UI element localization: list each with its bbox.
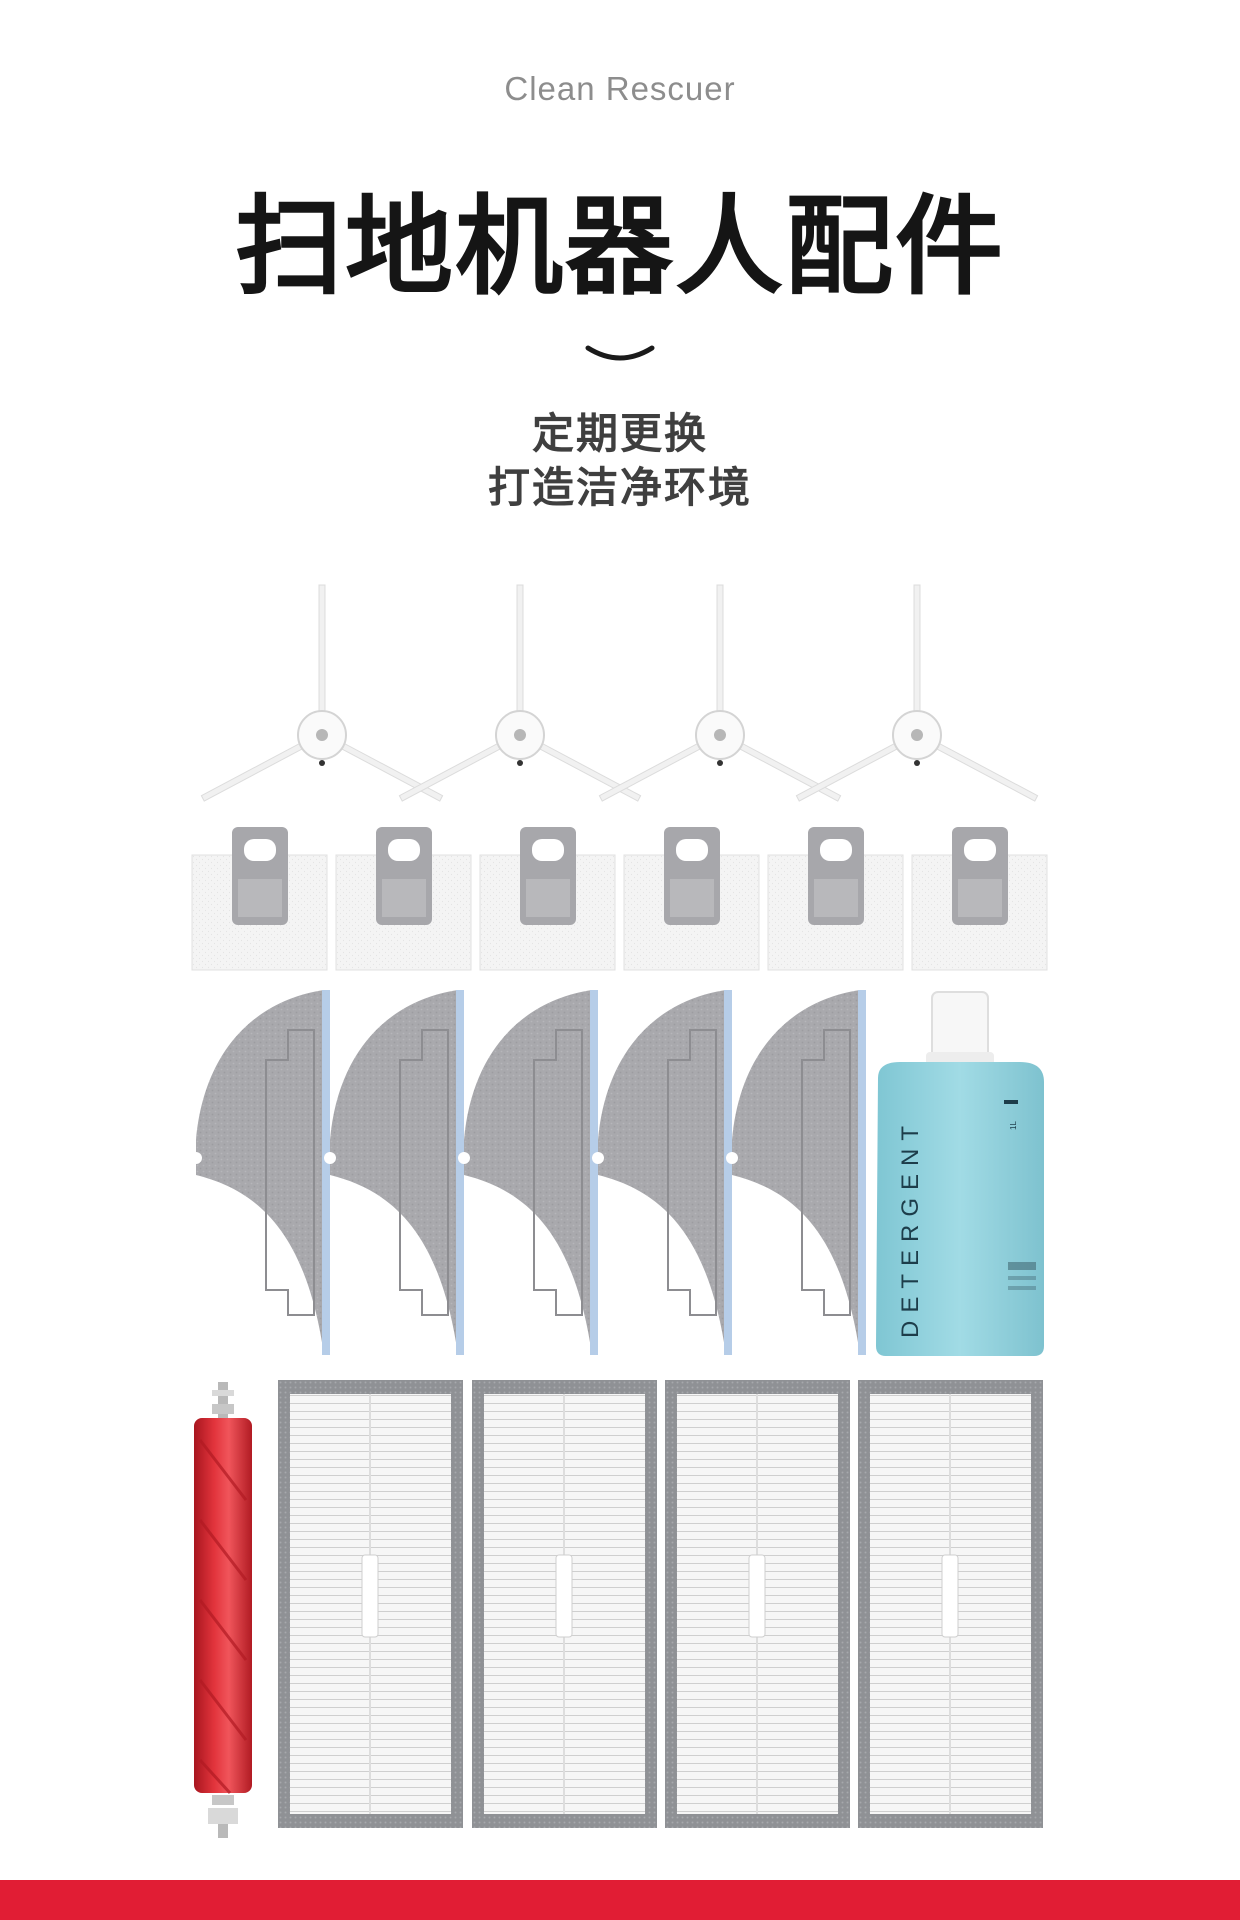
dust-bag-6: [911, 827, 1048, 971]
subtitle-line-2: 打造洁净环境: [487, 463, 752, 512]
roller-brush: [194, 1382, 252, 1838]
side-brush-3: [598, 584, 842, 802]
smile-divider-icon: [585, 345, 655, 361]
mop-pad-3: [458, 990, 598, 1355]
brand-logo: Clean Rescuer: [504, 70, 736, 107]
dust-bag-1: [191, 827, 328, 971]
filter-4: [858, 1380, 1043, 1828]
detergent-volume: 1L: [1009, 1121, 1018, 1130]
mop-pad-5: [726, 990, 866, 1355]
subtitle-line-1: 定期更换: [531, 409, 708, 458]
dust-bag-4: [623, 827, 760, 971]
detergent-label: DETERGENT: [897, 1118, 924, 1338]
bottom-accent-bar: [0, 1880, 1240, 1920]
filter-3: [665, 1380, 850, 1828]
dust-bag-2: [335, 827, 472, 971]
dust-bag-3: [479, 827, 616, 971]
side-brush-1: [200, 584, 444, 802]
detergent-bottle: DETERGENT 1L: [876, 991, 1044, 1356]
page-title: 扫地机器人配件: [234, 185, 1005, 310]
side-brush-2: [398, 584, 642, 802]
side-brush-4: [795, 584, 1039, 802]
mop-pad-2: [324, 990, 464, 1355]
mop-pad-1: [190, 990, 330, 1355]
dust-bag-5: [767, 827, 904, 971]
filter-1: [278, 1380, 463, 1828]
filter-2: [472, 1380, 657, 1828]
mop-pad-4: [592, 990, 732, 1355]
